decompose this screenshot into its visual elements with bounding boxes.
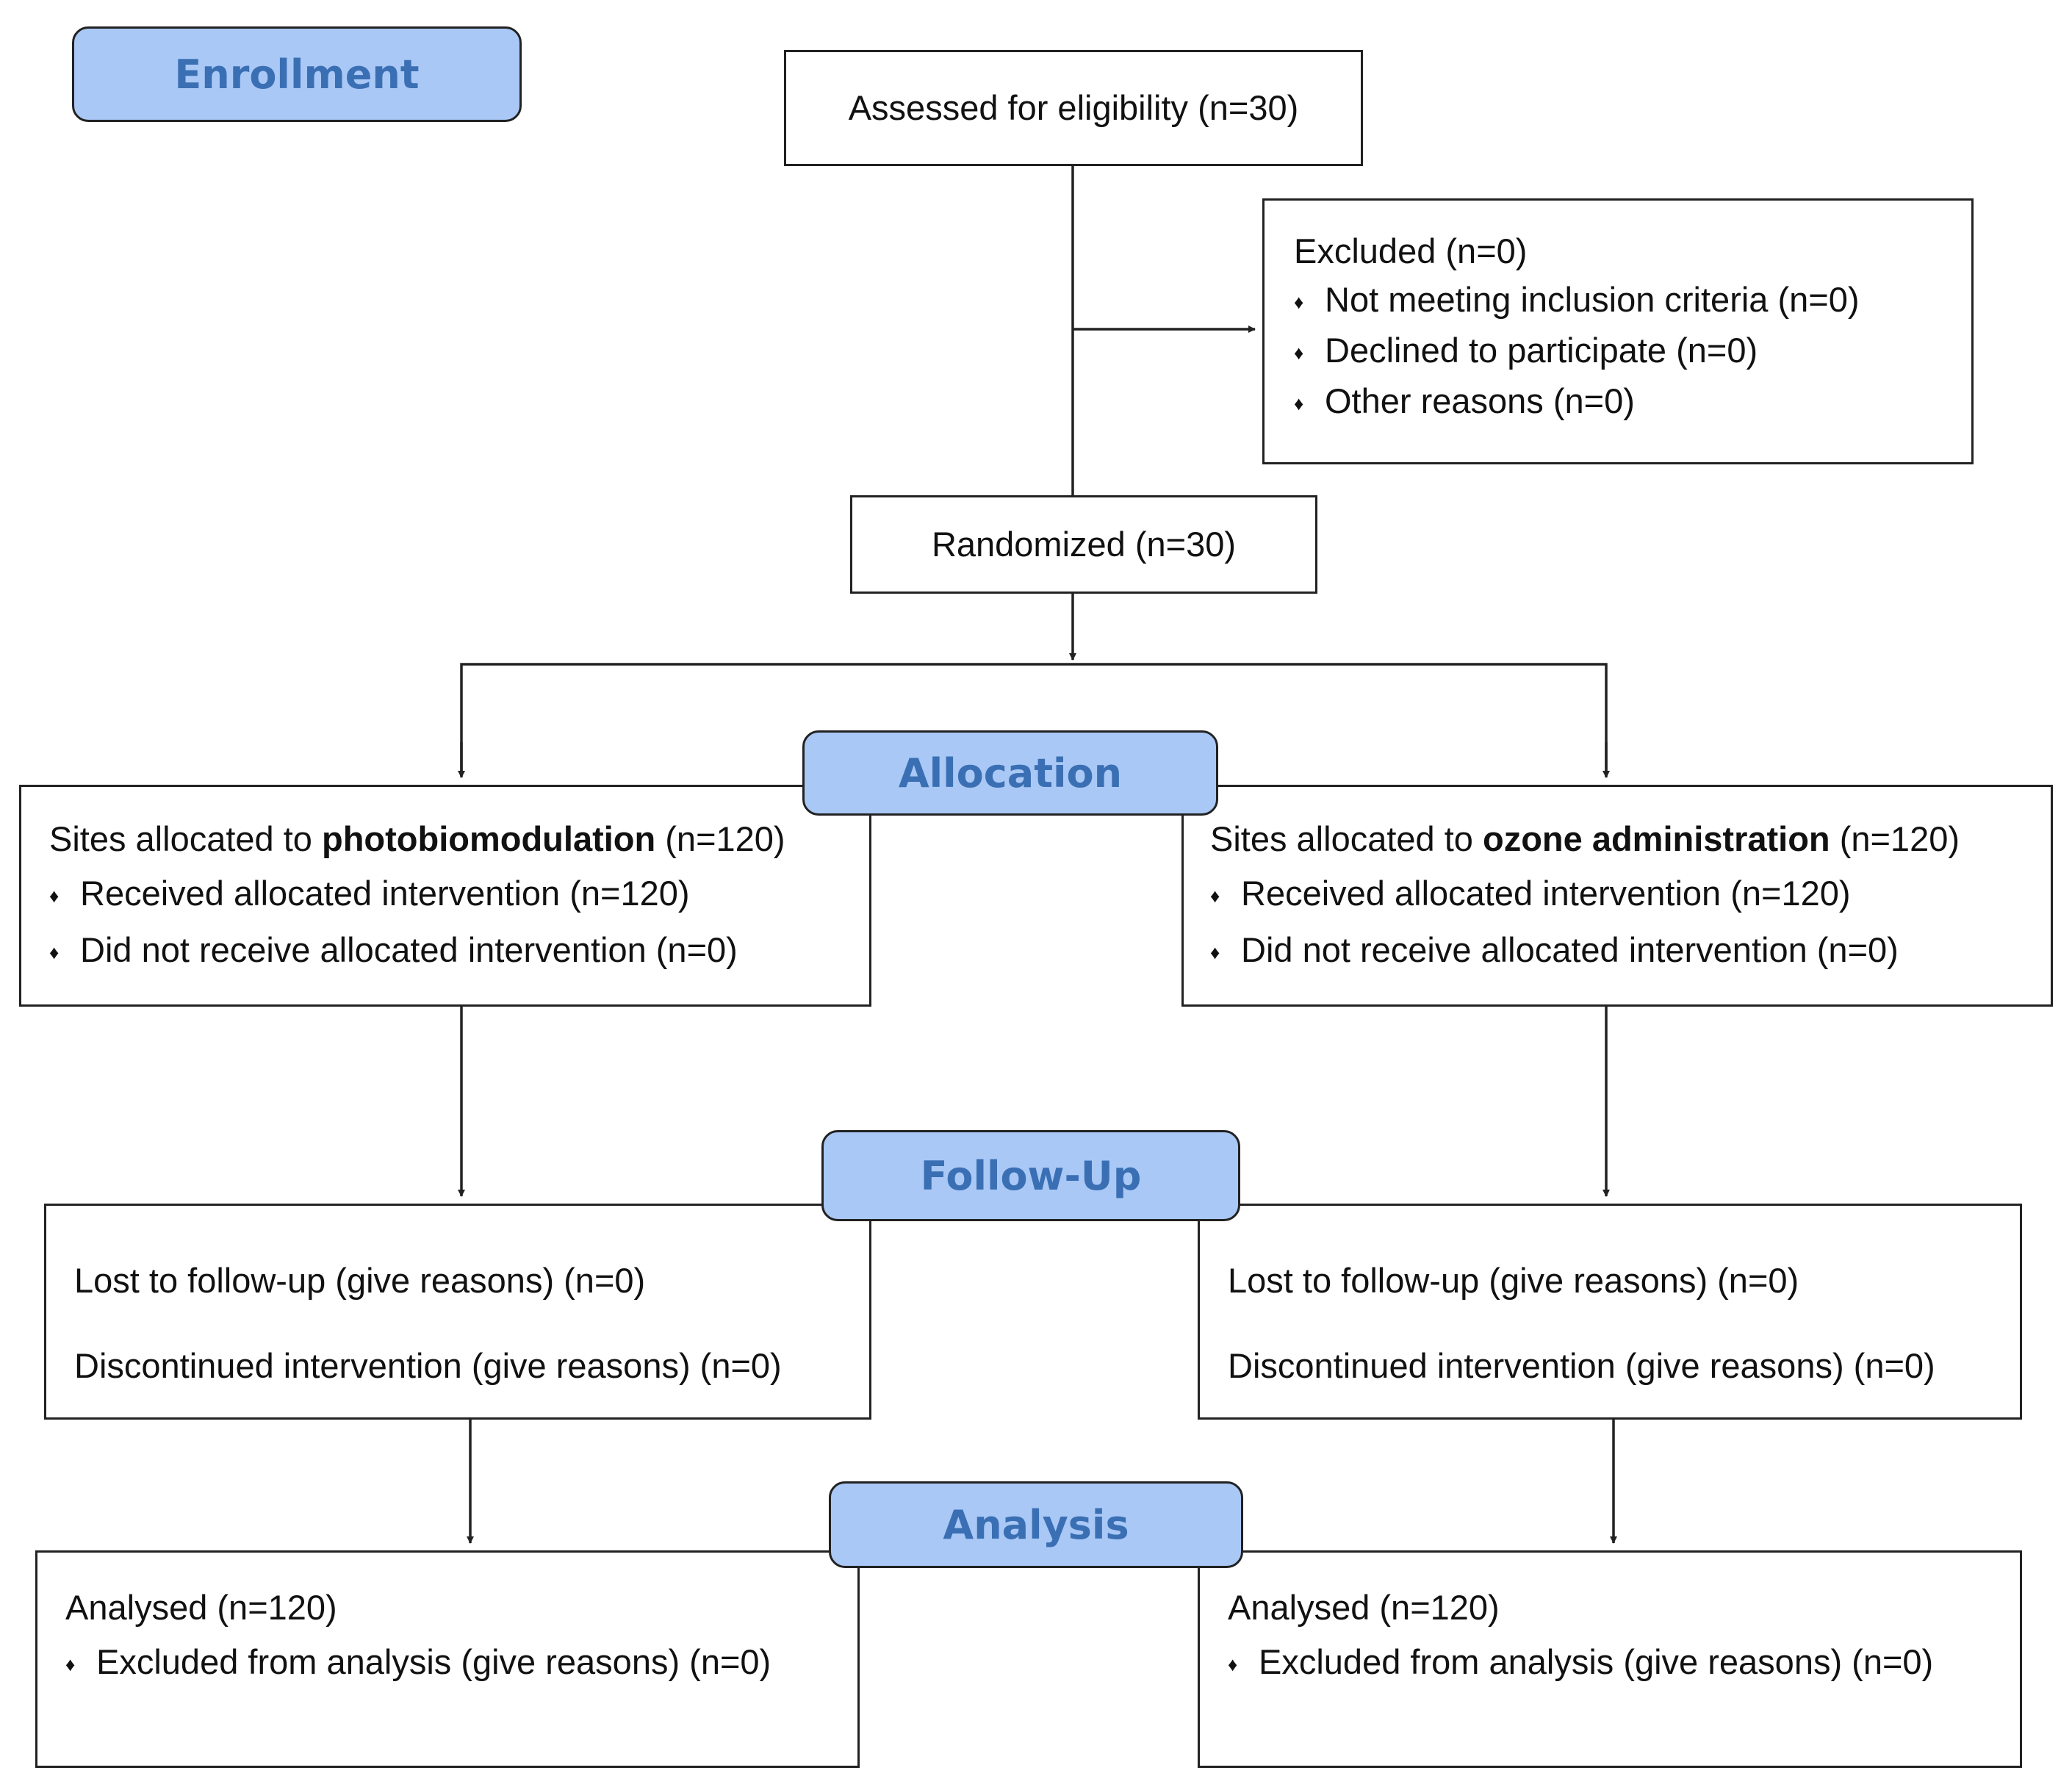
bullet-icon: ♦ <box>49 885 60 907</box>
excluded-from-analysis: ♦ Excluded from analysis (give reasons) (… <box>65 1635 857 1691</box>
assessed-box: Assessed for eligibility (n=30) <box>784 50 1363 166</box>
analysed-text: Analysed (n=120) <box>65 1588 337 1627</box>
excluded-title: Excluded (n=0) <box>1294 231 1528 270</box>
allocation-left-item: ♦ Did not receive allocated intervention … <box>49 923 869 979</box>
allocation-left-title: Sites allocated to photobiomodulation (n… <box>49 812 869 866</box>
allocation-group-name: ozone administration <box>1483 819 1830 858</box>
lost-to-follow-up-text: Lost to follow-up (give reasons) (n=0) <box>1228 1261 1799 1300</box>
bullet-icon: ♦ <box>1294 342 1304 364</box>
bullet-icon: ♦ <box>49 941 60 963</box>
analysis-right-box: Analysed (n=120) ♦ Excluded from analysis… <box>1198 1550 2022 1768</box>
excluded-item: ♦ Declined to participate (n=0) <box>1294 326 1971 377</box>
allocation-left-item: ♦ Received allocated intervention (n=120) <box>49 866 869 923</box>
allocation-item-text: Received allocated intervention (n=120) <box>80 874 690 913</box>
allocation-item-text: Did not receive allocated intervention (… <box>80 930 738 969</box>
analysis-left-box: Analysed (n=120) ♦ Excluded from analysis… <box>35 1550 860 1768</box>
allocation-prefix: Sites allocated to <box>1210 819 1483 858</box>
excluded-item: ♦ Other reasons (n=0) <box>1294 377 1971 428</box>
allocation-prefix: Sites allocated to <box>49 819 322 858</box>
allocation-count: (n=120) <box>655 819 785 858</box>
excluded-item-text: Other reasons (n=0) <box>1325 381 1635 420</box>
excluded-from-analysis: ♦ Excluded from analysis (give reasons) (… <box>1228 1635 2020 1691</box>
allocation-item-text: Did not receive allocated intervention (… <box>1241 930 1899 969</box>
bullet-icon: ♦ <box>1210 885 1220 907</box>
allocation-group-name: photobiomodulation <box>322 819 656 858</box>
lost-to-follow-up-text: Lost to follow-up (give reasons) (n=0) <box>74 1261 646 1300</box>
excluded-from-analysis-text: Excluded from analysis (give reasons) (n… <box>1259 1642 1934 1681</box>
allocation-right-item: ♦ Received allocated intervention (n=120) <box>1210 866 2051 923</box>
analysis-stage-label: Analysis <box>829 1481 1243 1568</box>
discontinued-text: Discontinued intervention (give reasons)… <box>74 1346 782 1385</box>
allocation-right-item: ♦ Did not receive allocated intervention … <box>1210 923 2051 979</box>
enrollment-stage-label: Enrollment <box>72 26 522 122</box>
allocation-right-box: Sites allocated to ozone administration … <box>1181 785 2053 1007</box>
connector-split <box>460 663 1608 776</box>
allocation-left-box: Sites allocated to photobiomodulation (n… <box>19 785 871 1007</box>
allocation-count: (n=120) <box>1830 819 1960 858</box>
assessed-text: Assessed for eligibility (n=30) <box>848 88 1299 127</box>
allocation-right-title: Sites allocated to ozone administration … <box>1210 812 2051 866</box>
follow-up-left-box: Lost to follow-up (give reasons) (n=0) D… <box>44 1204 871 1420</box>
excluded-item-text: Declined to participate (n=0) <box>1325 331 1758 370</box>
randomized-text: Randomized (n=30) <box>931 525 1237 564</box>
bullet-icon: ♦ <box>65 1653 76 1675</box>
allocation-stage-label: Allocation <box>802 730 1218 816</box>
randomized-box: Randomized (n=30) <box>850 495 1317 594</box>
analysed-text: Analysed (n=120) <box>1228 1588 1500 1627</box>
follow-up-right-box: Lost to follow-up (give reasons) (n=0) D… <box>1198 1204 2022 1420</box>
bullet-icon: ♦ <box>1294 291 1304 313</box>
excluded-item: ♦ Not meeting inclusion criteria (n=0) <box>1294 276 1971 326</box>
bullet-icon: ♦ <box>1210 941 1220 963</box>
excluded-box: Excluded (n=0) ♦ Not meeting inclusion cr… <box>1262 198 1974 464</box>
excluded-item-text: Not meeting inclusion criteria (n=0) <box>1325 280 1860 319</box>
allocation-item-text: Received allocated intervention (n=120) <box>1241 874 1851 913</box>
discontinued-text: Discontinued intervention (give reasons)… <box>1228 1346 1935 1385</box>
bullet-icon: ♦ <box>1294 392 1304 414</box>
follow-up-stage-label: Follow-Up <box>821 1130 1240 1221</box>
excluded-from-analysis-text: Excluded from analysis (give reasons) (n… <box>96 1642 771 1681</box>
bullet-icon: ♦ <box>1228 1653 1238 1675</box>
